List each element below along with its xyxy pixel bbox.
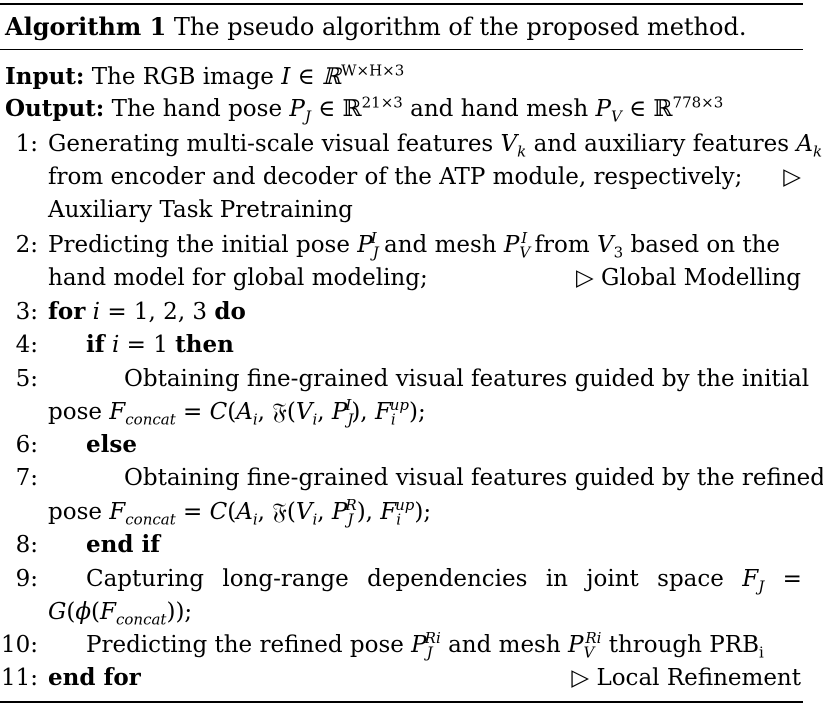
output-pose-symbol: P — [289, 96, 305, 122]
output-text: The hand pose — [111, 96, 283, 122]
step-1-comment: Auxiliary Task Pretraining — [48, 197, 353, 223]
step-5-line-1: Obtaining fine-grained visual features g… — [124, 366, 810, 392]
caption-rule — [0, 49, 803, 50]
step-number: 3: — [15, 299, 38, 325]
output-mesh-sub: V — [610, 107, 622, 126]
step-number: 11: — [0, 665, 38, 691]
input-text: The RGB image — [91, 64, 274, 90]
output-pose-dims: 21×3 — [361, 93, 403, 112]
step-5-line-2: pose Fconcat = C(Ai, 𝔉(Vi, PJI), Fiup); — [48, 396, 426, 429]
step-6-line: else — [86, 431, 137, 458]
input-math: I ∈ ℝ — [281, 64, 342, 90]
output-in-2: ∈ ℝ — [629, 96, 673, 122]
step-8-line: end if — [86, 531, 161, 558]
comment-marker: ▷ — [783, 164, 801, 190]
step-number: 7: — [15, 465, 38, 491]
step-10-line: Predicting the refined pose PJRi and mes… — [86, 629, 764, 662]
step-number: 9: — [15, 566, 38, 592]
output-mesh-dims: 778×3 — [672, 93, 724, 112]
step-number: 5: — [15, 366, 38, 392]
step-number: 8: — [15, 532, 38, 558]
caption-text: The pseudo algorithm of the proposed met… — [173, 13, 747, 41]
step-1-line-1: Generating multi-scale visual features V… — [48, 131, 823, 161]
input-line: Input: The RGB image I ∈ ℝW×H×3 — [5, 61, 404, 93]
input-label: Input: — [5, 63, 85, 90]
output-and: and hand mesh — [410, 96, 589, 122]
step-4-line: if i = 1 then — [86, 331, 234, 358]
step-7-line-1: Obtaining fine-grained visual features g… — [124, 465, 823, 491]
algorithm-caption: Algorithm 1 The pseudo algorithm of the … — [5, 12, 746, 41]
step-2-comment: ▷ Global Modelling — [575, 265, 801, 291]
step-1-line-2: from encoder and decoder of the ATP modu… — [48, 164, 743, 190]
step-2-line-2: hand model for global modeling; — [48, 265, 428, 291]
bottom-rule — [0, 701, 803, 703]
step-11-comment: ▷ Local Refinement — [571, 665, 801, 691]
output-pose-sub: J — [304, 107, 311, 126]
caption-label: Algorithm 1 — [5, 12, 167, 41]
output-line: Output: The hand pose PJ ∈ ℝ21×3 and han… — [5, 93, 723, 125]
output-label: Output: — [5, 95, 105, 122]
step-11-line: end for — [48, 664, 141, 691]
top-rule — [0, 3, 803, 5]
step-3-line: for i = 1, 2, 3 do — [48, 298, 246, 325]
step-9-line-2: G(ϕ(Fconcat)); — [48, 599, 193, 629]
step-number: 1: — [15, 131, 38, 157]
output-mesh-symbol: P — [595, 96, 611, 122]
step-number: 10: — [0, 632, 38, 658]
step-number: 4: — [15, 332, 38, 358]
step-number: 6: — [15, 432, 38, 458]
input-dims: W×H×3 — [341, 61, 405, 80]
output-in-1: ∈ ℝ — [318, 96, 362, 122]
step-7-line-2: pose Fconcat = C(Ai, 𝔉(Vi, PJR), Fiup); — [48, 496, 432, 529]
step-2-line-1: Predicting the initial pose PJI and mesh… — [48, 229, 780, 262]
step-number: 2: — [15, 232, 38, 258]
